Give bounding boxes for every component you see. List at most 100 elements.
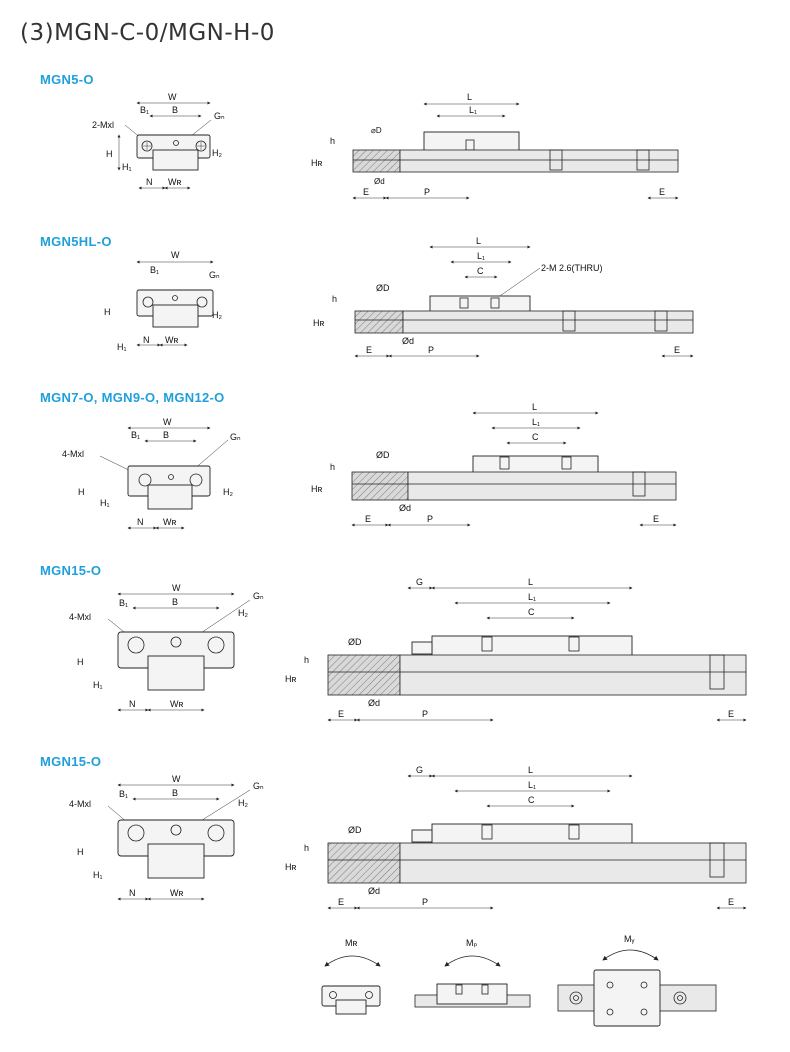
label-phid-cap: ØD (376, 283, 390, 293)
label-n: N (129, 699, 136, 709)
label-w: W (172, 774, 181, 784)
label-l1: L₁ (528, 780, 536, 790)
label-n: N (143, 335, 150, 345)
moment-mr: Mʀ (321, 938, 381, 1015)
label-l: L (528, 577, 533, 587)
label-phid-sm: Ød (374, 177, 385, 186)
mgn5-front-view: W B B₁ Gₙ 2-Mxl H H₁ H₂ N Wʀ (92, 92, 225, 190)
label-p: P (428, 345, 434, 355)
label-h1: H₁ (93, 680, 103, 690)
moment-mp: Mₚ (414, 938, 531, 1008)
label-hr: Hʀ (313, 318, 324, 328)
label-e-right: E (728, 897, 734, 907)
label-e: E (363, 187, 369, 197)
mgn15-a-front-view: W B B₁ Gₙ 4-Mxl H₂ H H₁ N Wʀ (69, 583, 264, 712)
label-h2: H₂ (238, 798, 248, 808)
label-b: B (172, 788, 178, 798)
section-title-mgn5hl: MGN5HL-O (40, 234, 112, 249)
label-wr: Wʀ (168, 177, 181, 187)
label-hr: Hʀ (285, 674, 296, 684)
label-l: L (532, 402, 537, 412)
label-w: W (168, 92, 177, 102)
mgn15-b-side-view: G L L₁ C ØD Ød Hʀ h E P E (285, 765, 747, 910)
mgn5-side-view: L L₁ ⌀D Ød Hʀ h E P E (311, 92, 679, 200)
label-e-right: E (653, 514, 659, 524)
label-h-small: h (330, 462, 335, 472)
label-h: H (104, 307, 111, 317)
label-my: Mᵧ (624, 934, 634, 944)
label-mr: Mʀ (345, 938, 357, 948)
label-l1: L₁ (532, 417, 540, 427)
label-p: P (424, 187, 430, 197)
label-phid-sm: Ød (402, 336, 414, 346)
label-h-small: h (304, 655, 309, 665)
label-gn: Gₙ (230, 432, 241, 442)
mgn15-a-side-view: G L L₁ C ØD Ød Hʀ h E P E (285, 577, 747, 722)
label-b: B (163, 430, 169, 440)
label-e: E (338, 709, 344, 719)
label-h1: H₁ (122, 162, 132, 172)
label-4mx: 4-Mxl (69, 799, 91, 809)
label-hr: Hʀ (311, 484, 322, 494)
label-b: B (172, 597, 178, 607)
label-wr: Wʀ (165, 335, 178, 345)
section-title-mgn7-9-12: MGN7-O, MGN9-O, MGN12-O (40, 390, 225, 405)
label-phid-sm: Ød (368, 698, 380, 708)
label-hr: Hʀ (311, 158, 322, 168)
label-phid-sm: Ød (399, 503, 411, 513)
label-h1: H₁ (117, 342, 127, 352)
label-4mx: 4-Mxl (62, 449, 84, 459)
label-p: P (422, 709, 428, 719)
label-l1: L₁ (477, 251, 485, 261)
label-h1: H₁ (93, 870, 103, 880)
label-p: P (427, 514, 433, 524)
label-p: P (422, 897, 428, 907)
label-b1: B₁ (131, 430, 140, 440)
label-w: W (163, 417, 172, 427)
label-4mx: 4-Mxl (69, 612, 91, 622)
label-gn: Gₙ (253, 591, 264, 601)
label-h2: H₂ (223, 487, 233, 497)
label-h: H (77, 847, 84, 857)
section-title-mgn5: MGN5-O (40, 72, 94, 87)
label-hr: Hʀ (285, 862, 296, 872)
label-2mx: 2-Mxl (92, 120, 114, 130)
label-h-small: h (304, 843, 309, 853)
label-c: C (528, 795, 535, 805)
label-n: N (146, 177, 153, 187)
label-b1: B₁ (119, 598, 128, 608)
label-b1: B₁ (140, 105, 149, 115)
label-phid-cap: ØD (348, 637, 362, 647)
label-h: H (77, 657, 84, 667)
label-e-right: E (659, 187, 665, 197)
label-mp: Mₚ (466, 938, 477, 948)
label-e-right: E (674, 345, 680, 355)
label-b1: B₁ (119, 789, 128, 799)
label-l: L (467, 92, 472, 102)
mgn15-b-front-view: W B B₁ Gₙ 4-Mxl H₂ H H₁ N Wʀ (69, 774, 264, 901)
label-h-small: h (330, 136, 335, 146)
label-l1: L₁ (469, 105, 477, 115)
label-c: C (528, 607, 535, 617)
section-title-mgn15-a: MGN15-O (40, 563, 102, 578)
label-phid-cap: ØD (376, 450, 390, 460)
label-b: B (172, 105, 178, 115)
label-l: L (528, 765, 533, 775)
label-h: H (106, 149, 113, 159)
label-gn: Gₙ (253, 781, 264, 791)
mgn7-9-12-side-view: L L₁ C ØD Ød Hʀ h E P E (311, 402, 677, 527)
label-phid-cap: ØD (348, 825, 362, 835)
label-l1: L₁ (528, 592, 536, 602)
label-e: E (365, 514, 371, 524)
page-title: (3)MGN-C-0/MGN-H-0 (20, 20, 275, 46)
label-h-small: h (332, 294, 337, 304)
moment-my: Mᵧ (557, 934, 717, 1027)
label-wr: Wʀ (170, 888, 183, 898)
label-e: E (338, 897, 344, 907)
label-e-right: E (728, 709, 734, 719)
label-h2: H₂ (212, 148, 222, 158)
label-wr: Wʀ (163, 517, 176, 527)
label-c: C (532, 432, 539, 442)
section-title-mgn15-b: MGN15-O (40, 754, 102, 769)
